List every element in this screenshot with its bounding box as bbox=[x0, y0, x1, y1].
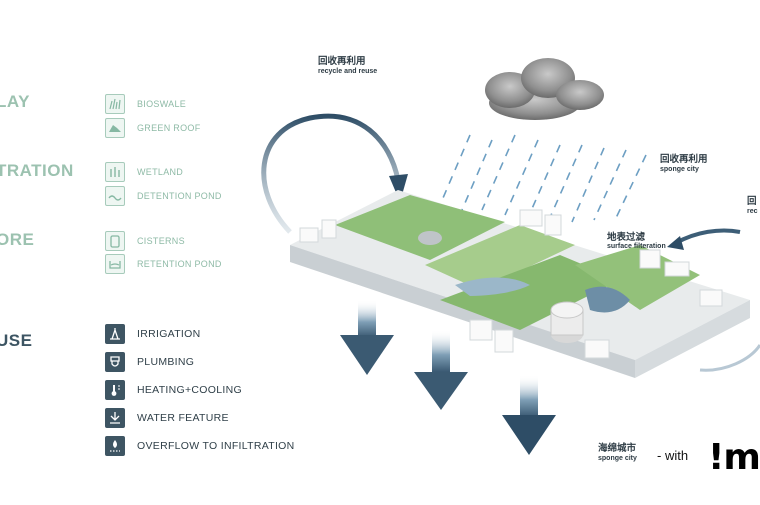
legend-label: RETENTION POND bbox=[137, 259, 222, 269]
sponge-label-en: sponge city bbox=[660, 166, 699, 173]
thermometer-icon bbox=[105, 380, 125, 400]
legend-label: WETLAND bbox=[137, 167, 184, 177]
surface-filtration-label-en: surface filteration bbox=[607, 243, 666, 250]
infiltration-icon bbox=[105, 436, 125, 456]
surface-filtration-label-zh: 地表过滤 bbox=[607, 232, 646, 243]
legend-item-plumbing: PLUMBING bbox=[105, 352, 194, 372]
legend-item-irrigation: IRRIGATION bbox=[105, 324, 200, 344]
sponge-city-label-en: sponge city bbox=[598, 455, 637, 462]
legend-label: OVERFLOW TO INFILTRATION bbox=[137, 440, 295, 452]
legend-item-green-roof: GREEN ROOF bbox=[105, 118, 201, 138]
water-feature-icon bbox=[105, 408, 125, 428]
green-roof-icon bbox=[105, 118, 125, 138]
rain-cloud-icon bbox=[485, 58, 604, 120]
legend-label: IRRIGATION bbox=[137, 328, 201, 340]
legend-item-heating-cooling: HEATING+COOLING bbox=[105, 380, 242, 400]
legend-item-wetland: WETLAND bbox=[105, 162, 183, 182]
category-heading-store: ORE bbox=[0, 230, 35, 249]
legend-label: DETENTION POND bbox=[137, 191, 222, 201]
legend-item-overflow: OVERFLOW TO INFILTRATION bbox=[105, 436, 295, 456]
recycle-label-en: recycle and reuse bbox=[318, 68, 378, 75]
rain-lines bbox=[439, 134, 647, 223]
bioswale-icon bbox=[105, 94, 125, 114]
brand-logo: !m bbox=[708, 437, 760, 478]
brand-prefix: - with bbox=[657, 448, 689, 463]
legend-item-retention-pond: RETENTION POND bbox=[105, 254, 222, 274]
legend-label: GREEN ROOF bbox=[137, 123, 201, 133]
legend-item-detention-pond: DETENTION POND bbox=[105, 186, 222, 206]
legend-item-water-feature: WATER FEATURE bbox=[105, 408, 229, 428]
legend-label: HEATING+COOLING bbox=[137, 384, 242, 396]
legend-label: WATER FEATURE bbox=[137, 412, 229, 424]
infiltration-arrows bbox=[340, 300, 556, 455]
city-block-platform bbox=[290, 190, 750, 378]
category-heading-delay: LAY bbox=[0, 92, 30, 111]
irrigation-icon bbox=[105, 324, 125, 344]
recycle-label-zh: 回收再利用 bbox=[318, 56, 366, 67]
legend-item-cisterns: CISTERNS bbox=[105, 231, 185, 251]
sponge-label-zh: 回收再利用 bbox=[660, 154, 708, 165]
category-heading-reuse: USE bbox=[0, 331, 33, 350]
right-arc-arrow bbox=[667, 228, 760, 372]
cistern-icon bbox=[105, 231, 125, 251]
partial-label-en: rec bbox=[747, 208, 758, 215]
detention-pond-icon bbox=[105, 186, 125, 206]
retention-pond-icon bbox=[105, 254, 125, 274]
category-heading-infiltration: TRATION bbox=[0, 161, 74, 180]
legend-label: CISTERNS bbox=[137, 236, 185, 246]
legend-item-bioswale: BIOSWALE bbox=[105, 94, 186, 114]
legend-label: PLUMBING bbox=[137, 356, 195, 368]
recycle-arc-arrow bbox=[261, 113, 408, 234]
sponge-city-label-zh: 海绵城市 bbox=[598, 443, 637, 454]
wetland-icon bbox=[105, 162, 125, 182]
partial-label-zh: 回 bbox=[747, 196, 757, 207]
plumbing-icon bbox=[105, 352, 125, 372]
legend-label: BIOSWALE bbox=[137, 99, 187, 109]
